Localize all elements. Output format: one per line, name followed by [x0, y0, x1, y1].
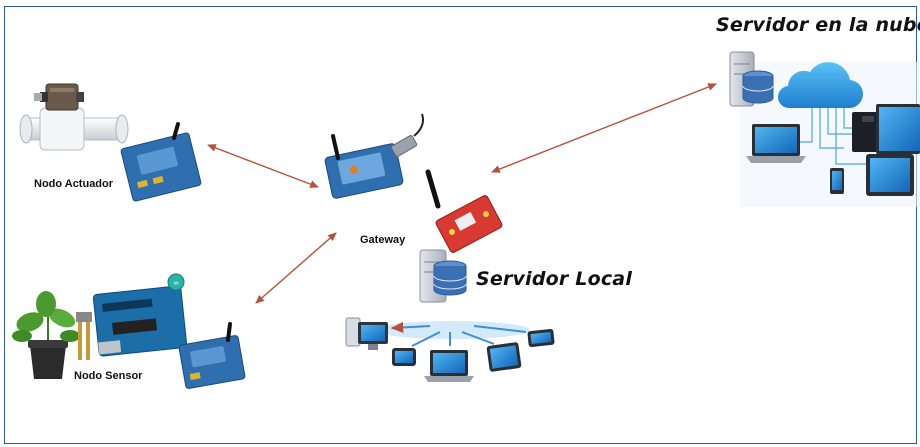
laptop-icon [424, 350, 474, 382]
diagram-frame [4, 6, 917, 444]
cloud-icon [777, 62, 864, 109]
local-devices-group [345, 317, 555, 382]
xbee-module-icon [120, 122, 202, 202]
arduino-board-icon: ∞ [92, 273, 188, 357]
link-gateway-cloud [491, 83, 717, 173]
actuator-node-label: Nodo Actuador [34, 178, 114, 190]
desktop-icon [852, 104, 920, 154]
desktop-icon [345, 317, 388, 350]
cloud-section [729, 51, 920, 207]
server-icon [419, 249, 467, 303]
wifi-shield-icon [425, 169, 503, 253]
server-icon [729, 51, 774, 107]
link-actuator-gateway [207, 144, 319, 188]
phone-icon [830, 168, 844, 194]
tablet-icon [486, 342, 522, 372]
phone-icon [392, 348, 416, 366]
solenoid-valve-icon [19, 83, 129, 151]
laptop-icon [746, 124, 806, 163]
link-sensor-gateway [255, 232, 337, 304]
soil-sensor-icon [76, 312, 92, 360]
local-server-label: Servidor Local [476, 268, 633, 290]
phone-icon [527, 328, 555, 348]
cloud-server-label: Servidor en la nube [716, 14, 920, 36]
plant-pot-icon [12, 291, 80, 379]
svg-text:∞: ∞ [174, 280, 179, 287]
gateway-board-icon [324, 113, 424, 199]
tablet-icon [866, 154, 914, 196]
xbee-module-icon [178, 322, 246, 389]
gateway-label: Gateway [360, 234, 406, 246]
sensor-node-label: Nodo Sensor [74, 370, 143, 382]
